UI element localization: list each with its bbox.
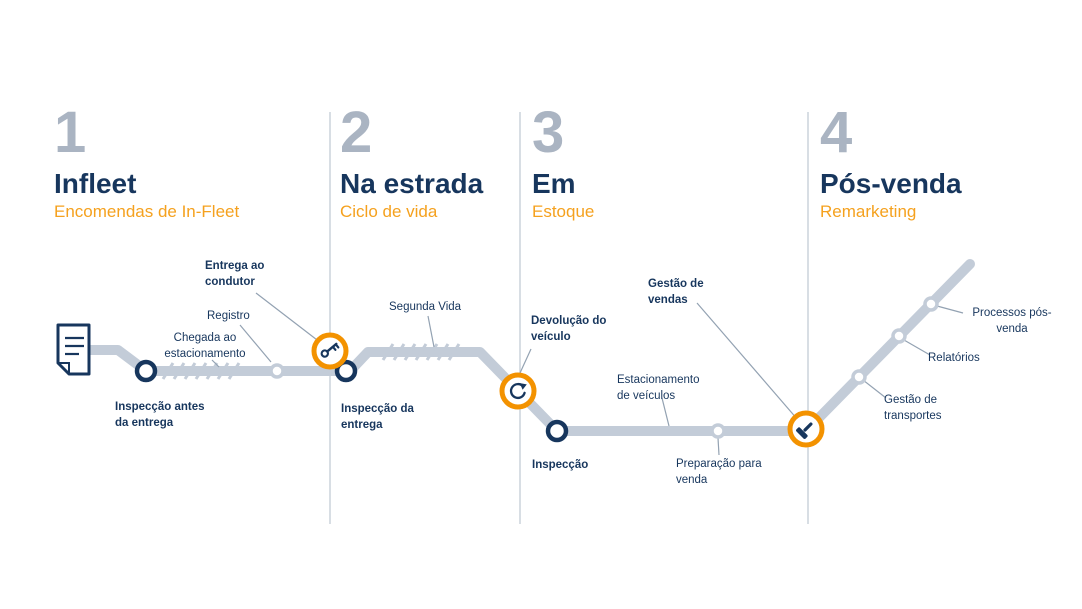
label-connectors bbox=[211, 292, 964, 456]
stop-inspeccao-da-entrega bbox=[334, 359, 358, 383]
label-registro: Registro bbox=[207, 310, 250, 322]
label-inspeccao-da-entrega: Inspecção da entrega bbox=[341, 403, 414, 431]
phase-number: 2 bbox=[340, 100, 372, 165]
stop-relatorios bbox=[891, 328, 907, 344]
phase-subtitle: Encomendas de In-Fleet bbox=[54, 202, 240, 222]
stop-entrega-ao-condutor bbox=[311, 332, 349, 370]
label-preparacao-para-venda: Preparação para venda bbox=[676, 458, 762, 486]
phase-em-estoque: 3 Em Estoque bbox=[532, 104, 594, 222]
phase-subtitle: Ciclo de vida bbox=[340, 202, 438, 222]
label-chegada-ao-estacionamento: Chegada ao estacionamento bbox=[164, 332, 246, 360]
phase-title: Pós-venda bbox=[820, 168, 962, 199]
phase-number: 1 bbox=[54, 100, 86, 165]
phase-subtitle: Remarketing bbox=[820, 202, 917, 222]
milestone-stops bbox=[311, 332, 825, 448]
stop-processos-pos-venda bbox=[923, 296, 939, 312]
phase-na-estrada: 2 Na estrada Ciclo de vida bbox=[340, 104, 483, 222]
label-inspeccao-antes-da-entrega: Inspecção antes da entrega bbox=[115, 401, 205, 429]
refresh-arrow-icon bbox=[509, 382, 527, 400]
label-segunda-vida: Segunda Vida bbox=[389, 301, 462, 313]
label-inspeccao: Inspecção bbox=[532, 459, 589, 471]
phase-title: Infleet bbox=[54, 168, 137, 199]
phase-title: Em bbox=[532, 168, 576, 199]
label-entrega-ao-condutor: Entrega ao condutor bbox=[205, 260, 265, 288]
label-relatorios: Relatórios bbox=[928, 352, 980, 364]
stop-registro bbox=[269, 363, 285, 379]
stop-preparacao-venda bbox=[710, 423, 726, 439]
minor-stops bbox=[269, 296, 939, 439]
phase-subtitle: Estoque bbox=[532, 202, 595, 222]
label-devolucao-do-veiculo: Devolução do veículo bbox=[531, 315, 607, 343]
phase-dividers bbox=[329, 112, 809, 524]
phase-number: 3 bbox=[532, 100, 564, 165]
stop-inspeccao bbox=[545, 419, 569, 443]
label-gestao-de-vendas: Gestão de vendas bbox=[648, 278, 704, 306]
phase-pos-venda: 4 Pós-venda Remarketing bbox=[820, 104, 962, 222]
inspection-stops bbox=[134, 359, 569, 443]
label-processos-pos-venda: Processos pós- venda bbox=[972, 307, 1052, 335]
phase-infleet: 1 Infleet Encomendas de In-Fleet bbox=[54, 104, 239, 222]
key-icon bbox=[320, 342, 340, 358]
label-estacionamento-de-veiculos: Estacionamento de veículos bbox=[617, 374, 700, 402]
gavel-icon bbox=[796, 422, 813, 439]
stop-devolucao-veiculo bbox=[499, 372, 537, 410]
track-hatches bbox=[161, 343, 461, 380]
phase-number: 4 bbox=[820, 100, 852, 165]
document-icon bbox=[56, 323, 91, 376]
label-gestao-de-transportes: Gestão de transportes bbox=[884, 394, 942, 422]
stop-inspeccao-antes-entrega bbox=[134, 359, 158, 383]
phase-title: Na estrada bbox=[340, 168, 484, 199]
stop-gestao-transportes bbox=[851, 369, 867, 385]
